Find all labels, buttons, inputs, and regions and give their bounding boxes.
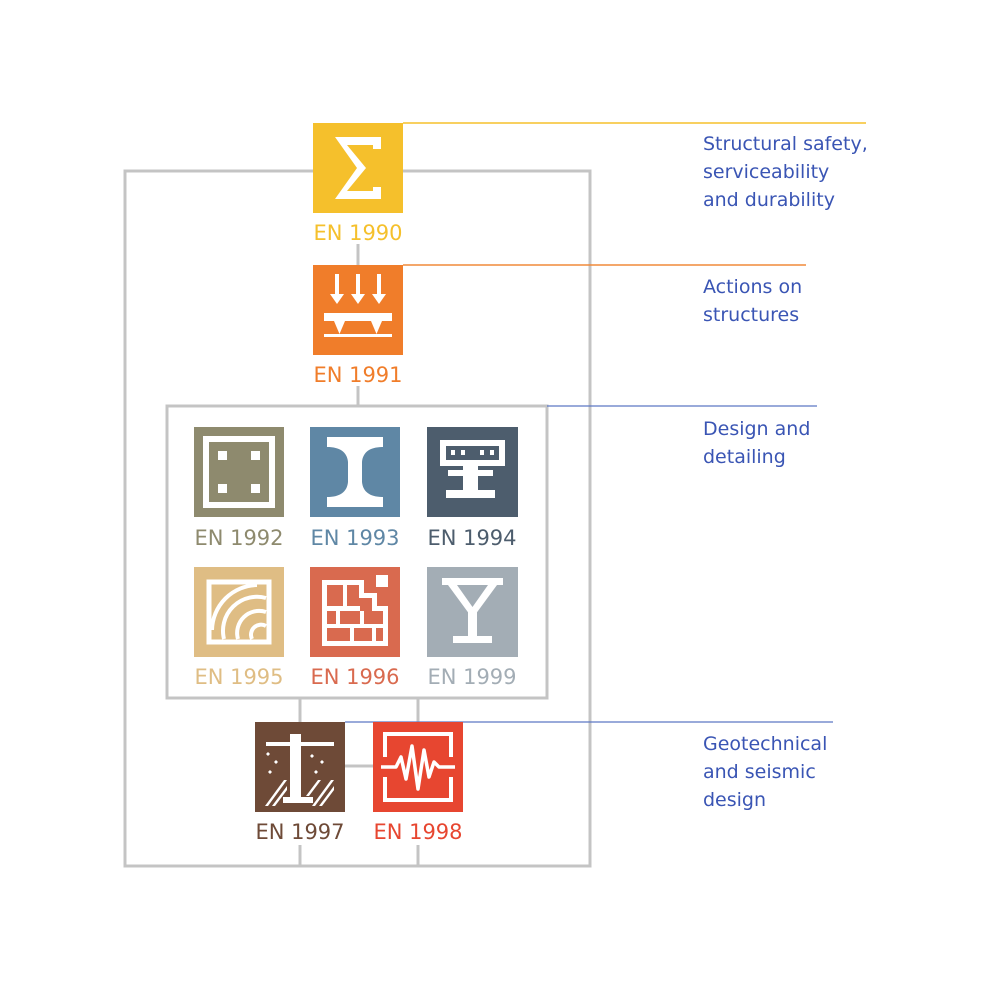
label-actions: Actions on structures: [703, 273, 802, 329]
concrete-icon: [203, 436, 275, 508]
geotechnical-icon: [265, 734, 334, 806]
label-line: structures: [703, 304, 800, 326]
label-line: serviceability: [703, 161, 830, 183]
timber-icon: [206, 579, 272, 645]
code-en1993: EN 1993: [310, 526, 399, 550]
masonry-icon: [322, 575, 388, 646]
label-line: and durability: [703, 189, 835, 211]
label-design: Design and detailing: [703, 415, 810, 471]
en1992-tile: [194, 427, 284, 517]
en1999-tile: [427, 567, 518, 657]
en1995-tile: [194, 567, 284, 657]
code-en1998: EN 1998: [373, 820, 462, 844]
en1991-tile: [313, 265, 403, 355]
label-structural-safety: Structural safety, serviceability and du…: [703, 130, 868, 214]
en1993-tile: [310, 427, 400, 517]
steel-beam-icon: [327, 437, 383, 507]
label-line: detailing: [703, 446, 786, 468]
seismic-icon: [381, 732, 455, 802]
en1996-tile: [310, 567, 400, 657]
composite-icon: [440, 440, 505, 498]
code-en1997: EN 1997: [255, 820, 344, 844]
code-en1990: EN 1990: [313, 221, 402, 245]
loads-icon: [324, 274, 392, 337]
en1997-tile: [255, 722, 345, 812]
label-line: Actions on: [703, 276, 803, 298]
label-line: and seismic: [703, 761, 816, 783]
label-line: Geotechnical: [703, 733, 828, 755]
label-line: Design and: [703, 418, 811, 440]
en1994-tile: [427, 427, 518, 517]
code-en1995: EN 1995: [194, 665, 283, 689]
en1990-tile: [313, 123, 403, 213]
sigma-icon: [335, 137, 381, 199]
code-en1992: EN 1992: [194, 526, 283, 550]
code-en1996: EN 1996: [310, 665, 399, 689]
label-line: design: [703, 789, 767, 811]
code-en1991: EN 1991: [313, 363, 402, 387]
label-geotechnical: Geotechnical and seismic design: [703, 730, 827, 814]
code-en1994: EN 1994: [427, 526, 516, 550]
aluminium-icon: [442, 578, 503, 643]
code-en1999: EN 1999: [427, 665, 516, 689]
en1998-tile: [373, 722, 463, 812]
label-line: Structural safety,: [703, 133, 868, 155]
